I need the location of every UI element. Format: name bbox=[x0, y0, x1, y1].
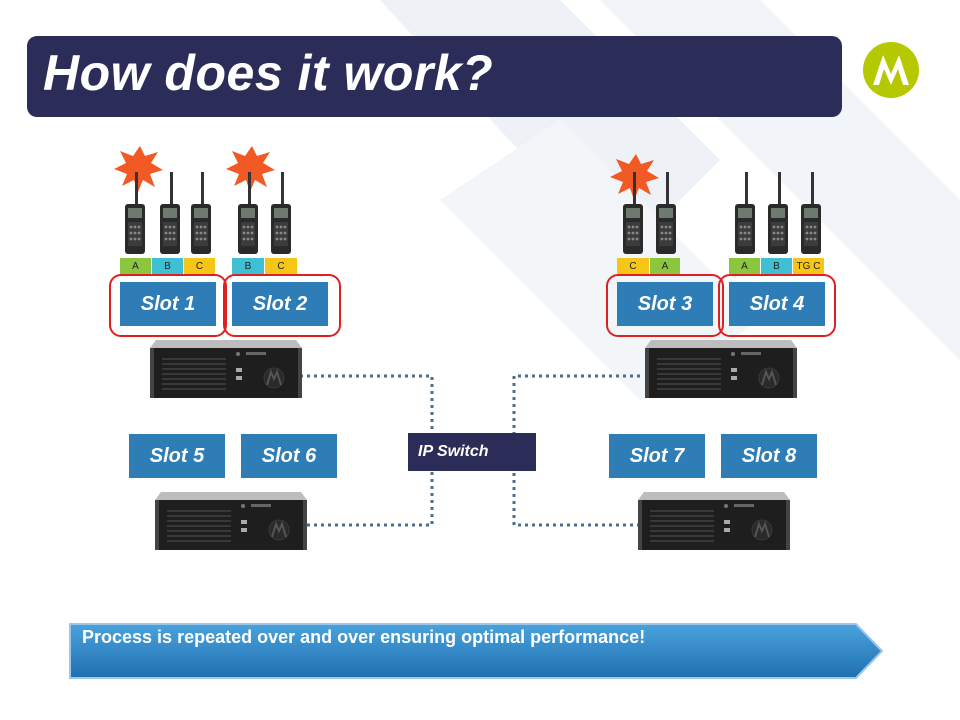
banner-text: Process is repeated over and over ensuri… bbox=[82, 627, 646, 647]
active-slot-highlight bbox=[606, 274, 724, 337]
talkgroup-tag: A bbox=[729, 258, 760, 275]
slot-8: Slot 8 bbox=[721, 434, 817, 478]
active-slot-highlight bbox=[718, 274, 836, 337]
talkgroup-tag: A bbox=[650, 258, 680, 275]
repeater-icon bbox=[154, 491, 308, 551]
page-title: How does it work? bbox=[43, 45, 494, 101]
repeater-icon bbox=[149, 339, 303, 399]
slot-5: Slot 5 bbox=[129, 434, 225, 478]
talkgroup-tag: B bbox=[761, 258, 792, 275]
talkgroup-tag: TG C bbox=[793, 258, 824, 275]
slot-6: Slot 6 bbox=[241, 434, 337, 478]
summary-banner bbox=[69, 623, 884, 679]
active-slot-highlight bbox=[109, 274, 227, 337]
link-repeater2-switch bbox=[512, 374, 640, 433]
slot-3: Slot 3 bbox=[617, 282, 713, 326]
link-repeater3-switch bbox=[300, 471, 434, 527]
slot-7: Slot 7 bbox=[609, 434, 705, 478]
slot-4: Slot 4 bbox=[729, 282, 825, 326]
link-repeater4-switch bbox=[512, 471, 640, 527]
ip-switch: IP Switch bbox=[408, 433, 536, 471]
repeater-icon bbox=[644, 339, 798, 399]
motorola-logo bbox=[863, 42, 919, 98]
talkgroup-tag: C bbox=[265, 258, 297, 275]
active-slot-highlight bbox=[223, 274, 341, 337]
talkgroup-tag: C bbox=[184, 258, 215, 275]
talkgroup-tag: B bbox=[232, 258, 264, 275]
title-bar: How does it work? bbox=[27, 36, 842, 117]
burst-icon bbox=[226, 146, 275, 192]
link-repeater1-switch bbox=[300, 374, 434, 433]
repeater-icon bbox=[637, 491, 791, 551]
slot-1: Slot 1 bbox=[120, 282, 216, 326]
talkgroup-tag: C bbox=[617, 258, 649, 275]
burst-icon bbox=[114, 146, 163, 192]
talkgroup-tag: B bbox=[152, 258, 183, 275]
talkgroup-tag: A bbox=[120, 258, 151, 275]
slot-2: Slot 2 bbox=[232, 282, 328, 326]
